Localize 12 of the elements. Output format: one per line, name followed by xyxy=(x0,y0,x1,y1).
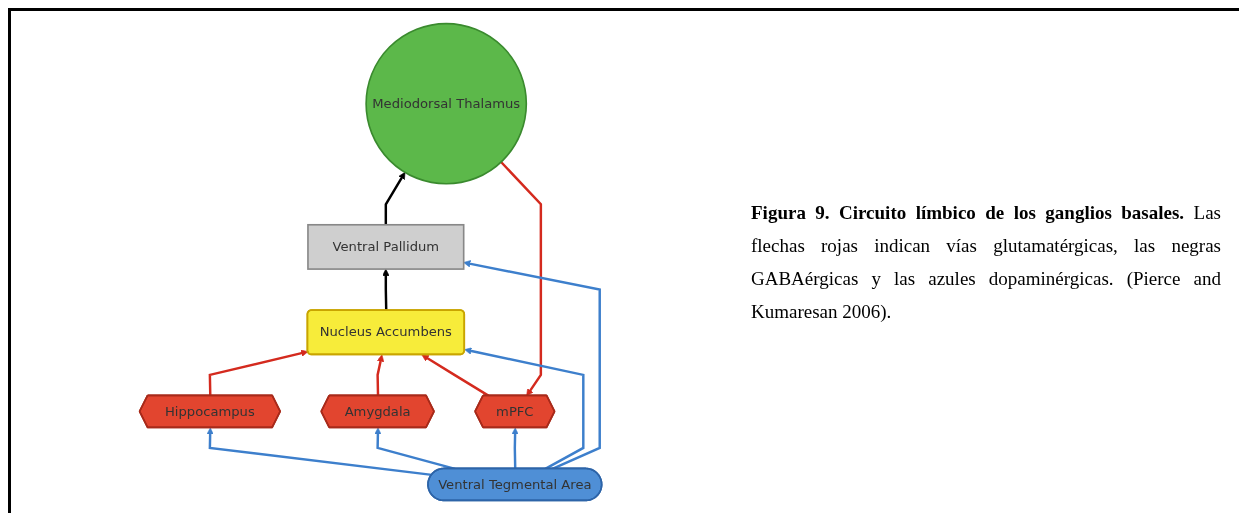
arrow xyxy=(382,268,390,311)
arrow xyxy=(384,172,406,225)
figure-caption: Figura 9. Circuito límbico de los ganglios basales. Las flechas rojas indican vías glutamatérgicas, las negras GABAérgicas y las azules dopaminérgicas. (Pierce and Kumaresan 2006). xyxy=(751,200,1221,325)
node-box: Ventral Pallidum xyxy=(307,223,465,270)
node-circle: Mediodorsal Thalamus xyxy=(365,22,528,185)
arrow xyxy=(209,349,309,396)
arrow xyxy=(206,427,433,477)
arrow xyxy=(376,354,385,396)
arrow xyxy=(421,354,490,397)
arrow xyxy=(500,161,543,397)
arrow xyxy=(511,427,520,469)
arrow xyxy=(464,347,585,470)
